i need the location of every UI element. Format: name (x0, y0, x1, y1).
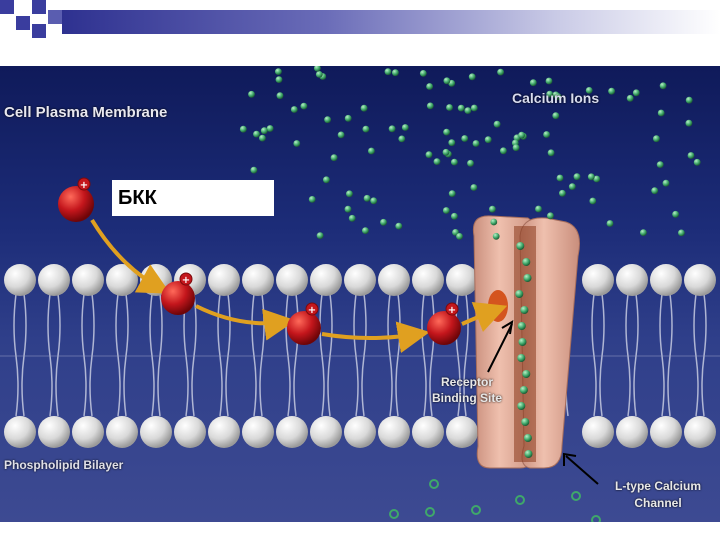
lipid-tails (0, 293, 720, 417)
lipid-heads-outer (4, 264, 716, 296)
svg-text:+: + (448, 305, 456, 316)
drug-molecules: + + + + (58, 177, 461, 345)
svg-text:+: + (182, 275, 190, 286)
calcium-ions-label: Calcium Ions (512, 90, 600, 106)
svg-text:+: + (308, 305, 316, 316)
membrane-illustration: + + + + (0, 66, 720, 522)
slide-corner-decoration (0, 0, 720, 40)
receptor-binding-site (488, 290, 508, 322)
receptor-label: Receptor Binding Site (432, 375, 502, 405)
membrane-title: Cell Plasma Membrane (4, 104, 168, 121)
label-pointers (487, 320, 599, 485)
lipid-heads-inner (4, 416, 716, 448)
svg-text:+: + (80, 180, 88, 191)
membrane-diagram: + + + + Cell Plasma Membrane Calcium Ions P… (0, 66, 720, 522)
bilayer-label: Phospholipid Bilayer (4, 458, 124, 472)
drug-label-box: БКК (112, 180, 274, 216)
channel-label: L-type Calcium Channel (614, 479, 701, 510)
drug-path-arrows (90, 218, 508, 354)
calcium-ions (239, 66, 701, 522)
